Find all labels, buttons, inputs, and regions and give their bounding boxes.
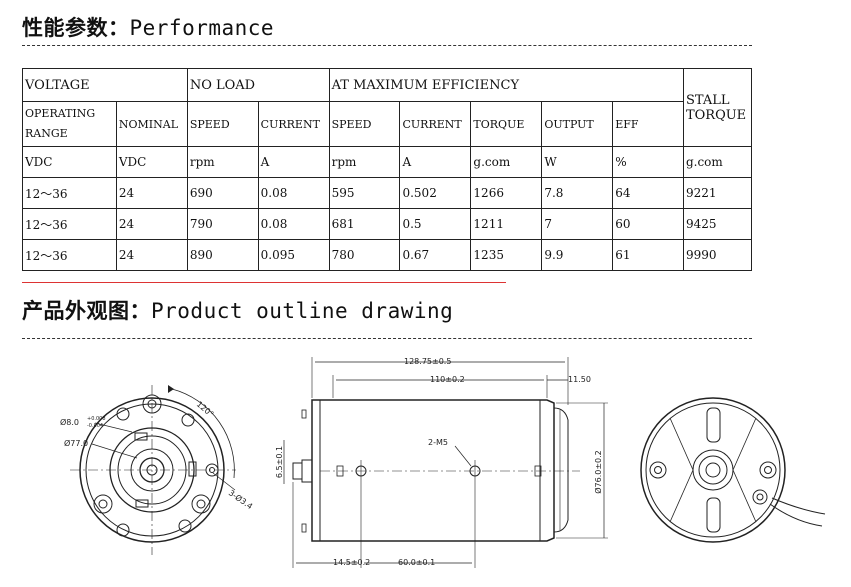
dim-hole-tol-top: +0.008 [87,416,106,422]
performance-heading: 性能参数：Performance [22,12,274,42]
group-maxeff: AT MAXIMUM EFFICIENCY [328,68,684,102]
table-cell: 24 [115,239,188,271]
table-cell: 12～36 [22,177,117,209]
sub-eff: EFF [612,101,684,147]
unit-cell: rpm [328,146,401,178]
table-cell: 890 [186,239,259,271]
stall-line1: STALL [685,92,730,108]
dim-pcd: Ø77.0 [64,438,88,448]
unit-cell: VDC [22,146,117,178]
table-cell: 681 [328,208,401,240]
table-cell: 61 [612,239,684,271]
dim-screw: 3-Ø3.4 [227,487,255,511]
unit-cell: g.com [470,146,543,178]
dim-hole-spacing: 60.0±0.1 [398,558,435,567]
side-view [283,357,608,568]
group-header-row: VOLTAGE NO LOAD AT MAXIMUM EFFICIENCY ST… [22,68,753,147]
table-cell: 9425 [682,208,753,240]
table-cell: 9.9 [541,239,614,271]
dim-shaft-dia: 6.5±0.1 [275,446,284,478]
sub-operating-range: OPERATING RANGE [22,101,117,147]
group-voltage: VOLTAGE [22,68,188,102]
table-cell: 1211 [470,208,543,240]
rear-view [640,397,826,543]
table-row: 12～36 24 790 0.08 681 0.5 1211 7 60 9425 [22,208,753,240]
sub-header-row: OPERATING RANGE NOMINAL SPEED CURRENT SP… [22,101,752,147]
section-divider [22,282,506,283]
unit-cell: A [399,146,472,178]
outline-dotted-rule [22,338,752,339]
table-cell: 0.08 [257,208,330,240]
performance-table: VOLTAGE NO LOAD AT MAXIMUM EFFICIENCY ST… [22,68,753,271]
dim-angle: 120° [195,400,216,419]
unit-cell: W [541,146,614,178]
outline-drawing: 120° Ø8.0 +0.008 -0.004 Ø77.0 3-Ø3.4 128… [60,357,826,568]
unit-cell: g.com [682,146,753,178]
table-cell: 0.5 [399,208,472,240]
sub-speed-maxeff: SPEED [328,101,401,147]
performance-heading-cn: 性能参数： [22,16,130,40]
sub-output: OUTPUT [541,101,614,147]
stall-line2: TORQUE [685,107,747,123]
sub-current: CURRENT [257,101,330,147]
table-cell: 7 [541,208,614,240]
table-cell: 7.8 [541,177,614,209]
dim-thread: 2-M5 [428,438,448,447]
stall-torque-header: STALL TORQUE [682,68,753,147]
group-noload: NO LOAD [186,68,330,102]
table-row: 12～36 24 690 0.08 595 0.502 1266 7.8 64 … [22,177,753,209]
table-cell: 595 [328,177,401,209]
unit-cell: rpm [186,146,259,178]
sub-current-maxeff: CURRENT [399,101,472,147]
dim-body-dia: Ø76.0±0.2 [593,450,603,494]
unit-cell: VDC [115,146,188,178]
table-cell: 1266 [470,177,543,209]
sub-speed: SPEED [186,101,259,147]
table-cell: 12～36 [22,239,117,271]
performance-dotted-rule [22,45,752,46]
unit-cell: A [257,146,330,178]
outline-heading-en: Product outline drawing [151,299,454,323]
performance-heading-en: Performance [129,16,275,40]
sub-operating-line1: OPERATING [25,107,96,120]
table-cell: 24 [115,177,188,209]
outline-heading-cn: 产品外观图： [22,299,151,323]
dim-hole-dia: Ø8.0 [60,417,79,427]
table-cell: 0.502 [399,177,472,209]
dim-hole-tol-bot: -0.004 [87,423,103,429]
sub-nominal: NOMINAL [115,101,188,147]
sub-torque: TORQUE [470,101,543,147]
units-row: VDC VDC rpm A rpm A g.com W % g.com [22,146,753,178]
table-cell: 0.67 [399,239,472,271]
outline-heading: 产品外观图：Product outline drawing [22,295,453,325]
table-cell: 60 [612,208,684,240]
table-cell: 9221 [682,177,753,209]
front-view [70,385,236,555]
dim-overall-length: 128.75±0.5 [404,357,451,366]
table-row: 12～36 24 890 0.095 780 0.67 1235 9.9 61 … [22,239,753,271]
table-cell: 0.095 [257,239,330,271]
table-cell: 790 [186,208,259,240]
dim-body-length: 110±0.2 [430,375,465,384]
table-cell: 0.08 [257,177,330,209]
dim-shaft-length: 14.5±0.2 [333,558,370,567]
sub-operating-line2: RANGE [25,127,68,140]
table-cell: 780 [328,239,401,271]
unit-cell: % [612,146,684,178]
table-cell: 64 [612,177,684,209]
table-cell: 24 [115,208,188,240]
dim-end-length: 11.50 [568,375,591,384]
table-cell: 12～36 [22,208,117,240]
table-cell: 9990 [682,239,753,271]
table-cell: 690 [186,177,259,209]
table-cell: 1235 [470,239,543,271]
